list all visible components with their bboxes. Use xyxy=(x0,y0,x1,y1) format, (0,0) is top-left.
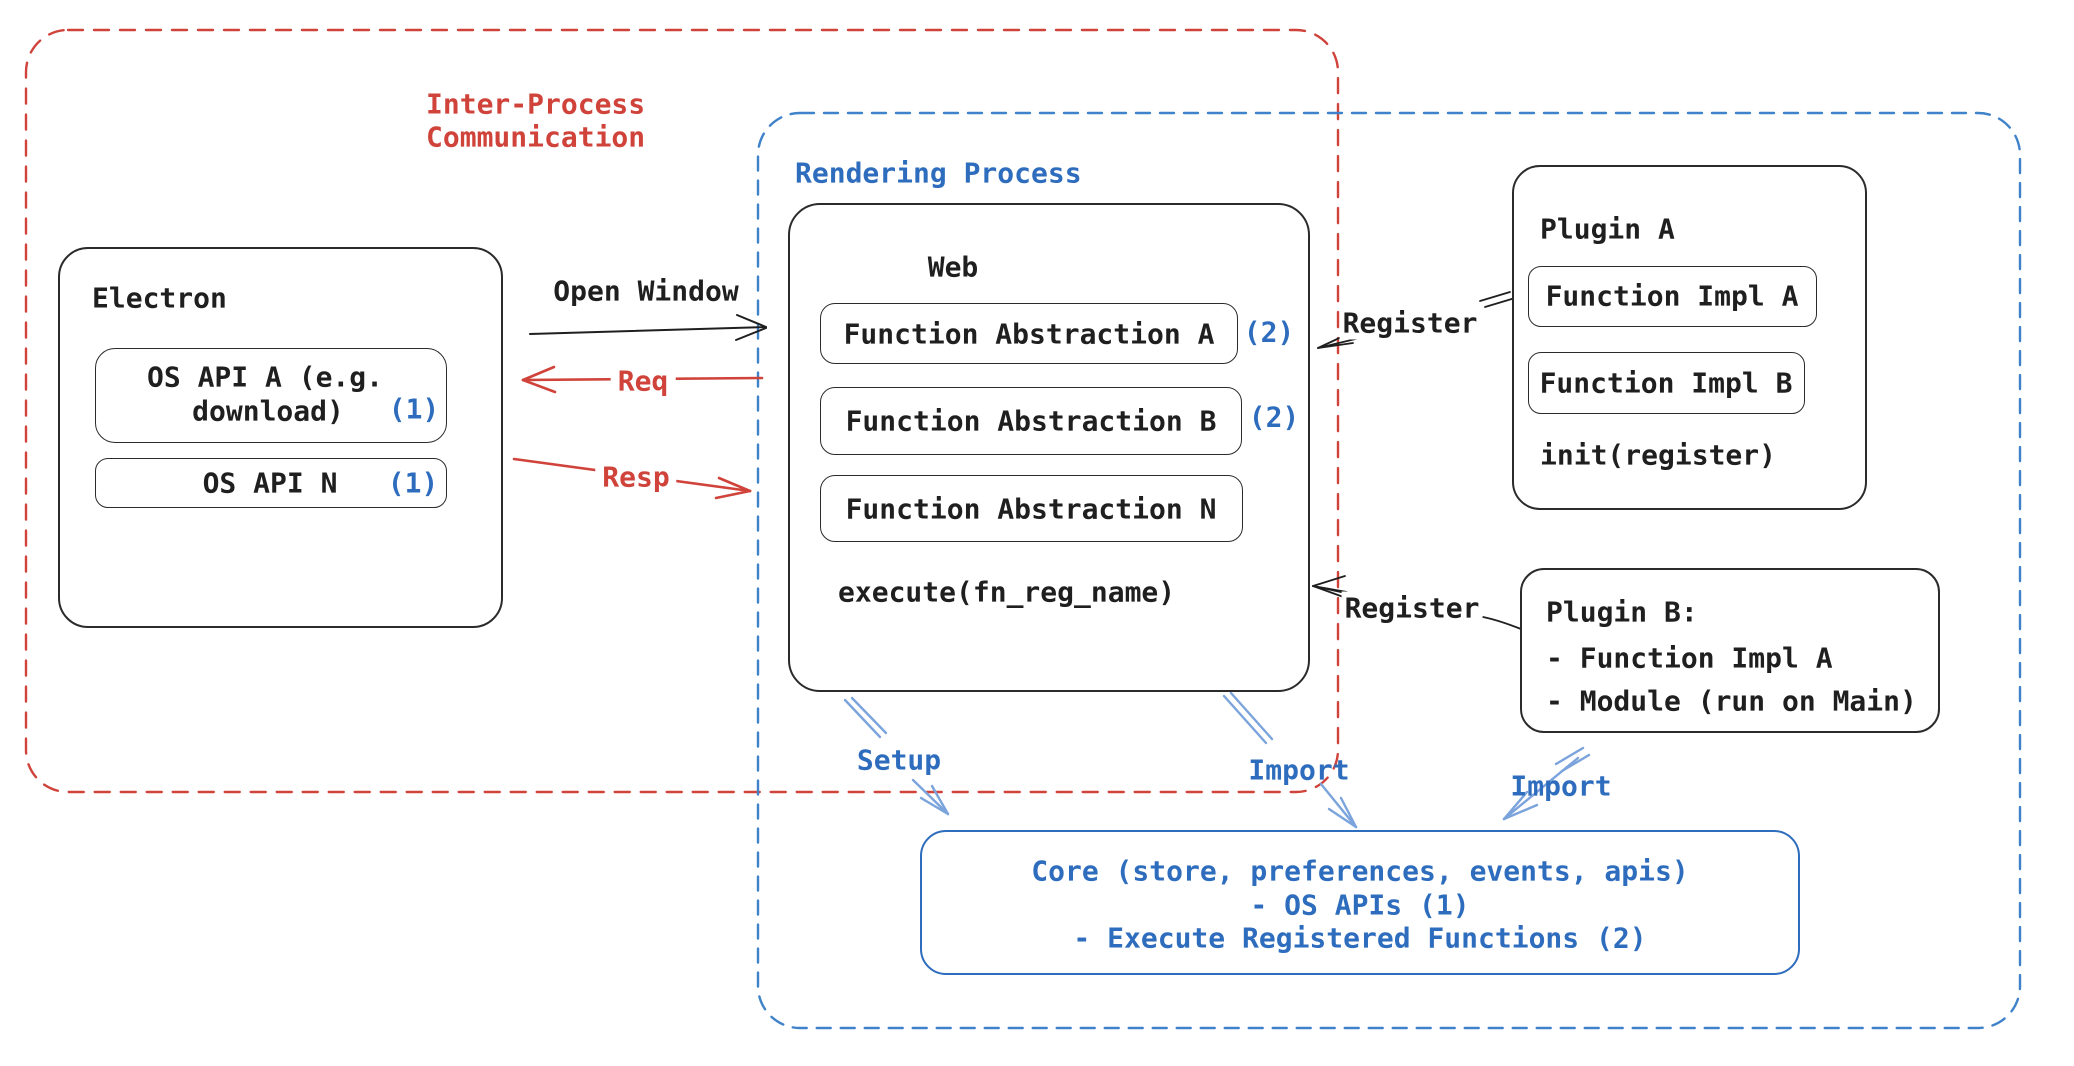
setup-arrow xyxy=(843,696,950,816)
function-abstraction-a-badge: (2) xyxy=(1243,315,1295,349)
open-window-arrow xyxy=(529,314,767,341)
function-abstraction-b-badge: (2) xyxy=(1248,400,1300,434)
function-abstraction-a-box xyxy=(820,303,1238,364)
web-title: Web xyxy=(927,250,979,284)
function-abstraction-a-label: Function Abstraction A xyxy=(843,317,1215,351)
function-impl-b-box xyxy=(1528,352,1805,414)
register-top-arrow-label: Register xyxy=(1339,306,1481,340)
os-api-a-label-line1: OS API A (e.g. xyxy=(146,360,384,394)
electron-title: Electron xyxy=(92,281,227,315)
function-abstraction-n-label: Function Abstraction N xyxy=(845,492,1217,526)
plugin-a-init-label: init(register) xyxy=(1540,438,1777,472)
execute-label: execute(fn_reg_name) xyxy=(838,575,1176,609)
function-impl-b-label: Function Impl B xyxy=(1539,366,1793,400)
register-bottom-arrow-label: Register xyxy=(1341,591,1483,625)
os-api-n-badge: (1) xyxy=(387,466,439,500)
function-abstraction-n-box xyxy=(820,475,1243,542)
plugin-b-module-label: - Module (run on Main) xyxy=(1546,684,1917,718)
function-abstraction-b-label: Function Abstraction B xyxy=(845,404,1217,438)
os-api-n-box xyxy=(95,458,447,508)
plugin-b-impl-a-label: - Function Impl A xyxy=(1546,641,1833,675)
plugin-a-box xyxy=(1512,165,1867,510)
plugin-a-title: Plugin A xyxy=(1540,212,1675,246)
import-web-arrow-label: Import xyxy=(1248,753,1350,787)
import-arrow-web xyxy=(1222,691,1358,829)
ipc-region-border xyxy=(24,28,1340,794)
core-label-line2: - OS APIs (1) xyxy=(1250,888,1470,922)
import-plugin-arrow-label: Import xyxy=(1510,769,1612,803)
req-arrow-label: Req xyxy=(610,364,676,398)
ipc-region-label-line1: Inter-Process xyxy=(426,87,646,121)
ipc-region-label-line2: Communication xyxy=(426,120,646,154)
resp-arrow-label: Resp xyxy=(595,460,677,494)
setup-arrow-label: Setup xyxy=(856,743,942,777)
plugin-b-title: Plugin B: xyxy=(1546,595,1698,629)
core-label-line1: Core (store, preferences, events, apis) xyxy=(1031,854,1689,888)
os-api-a-badge: (1) xyxy=(388,392,440,426)
os-api-a-label-line2: download) xyxy=(192,394,344,428)
function-impl-a-box xyxy=(1528,266,1817,327)
plugin-b-box xyxy=(1520,568,1940,733)
import-arrow-plugin-b xyxy=(1502,746,1591,821)
open-window-arrow-label: Open Window xyxy=(553,274,739,308)
rendering-region-border xyxy=(756,111,2022,1030)
function-abstraction-b-box xyxy=(820,387,1242,455)
os-api-a-box xyxy=(95,348,447,443)
os-api-n-label: OS API N xyxy=(202,466,338,500)
core-box xyxy=(920,830,1800,975)
function-impl-a-label: Function Impl A xyxy=(1545,279,1799,313)
rendering-region-label: Rendering Process xyxy=(795,156,1082,190)
core-label-line3: - Execute Registered Functions (2) xyxy=(1073,921,1647,955)
